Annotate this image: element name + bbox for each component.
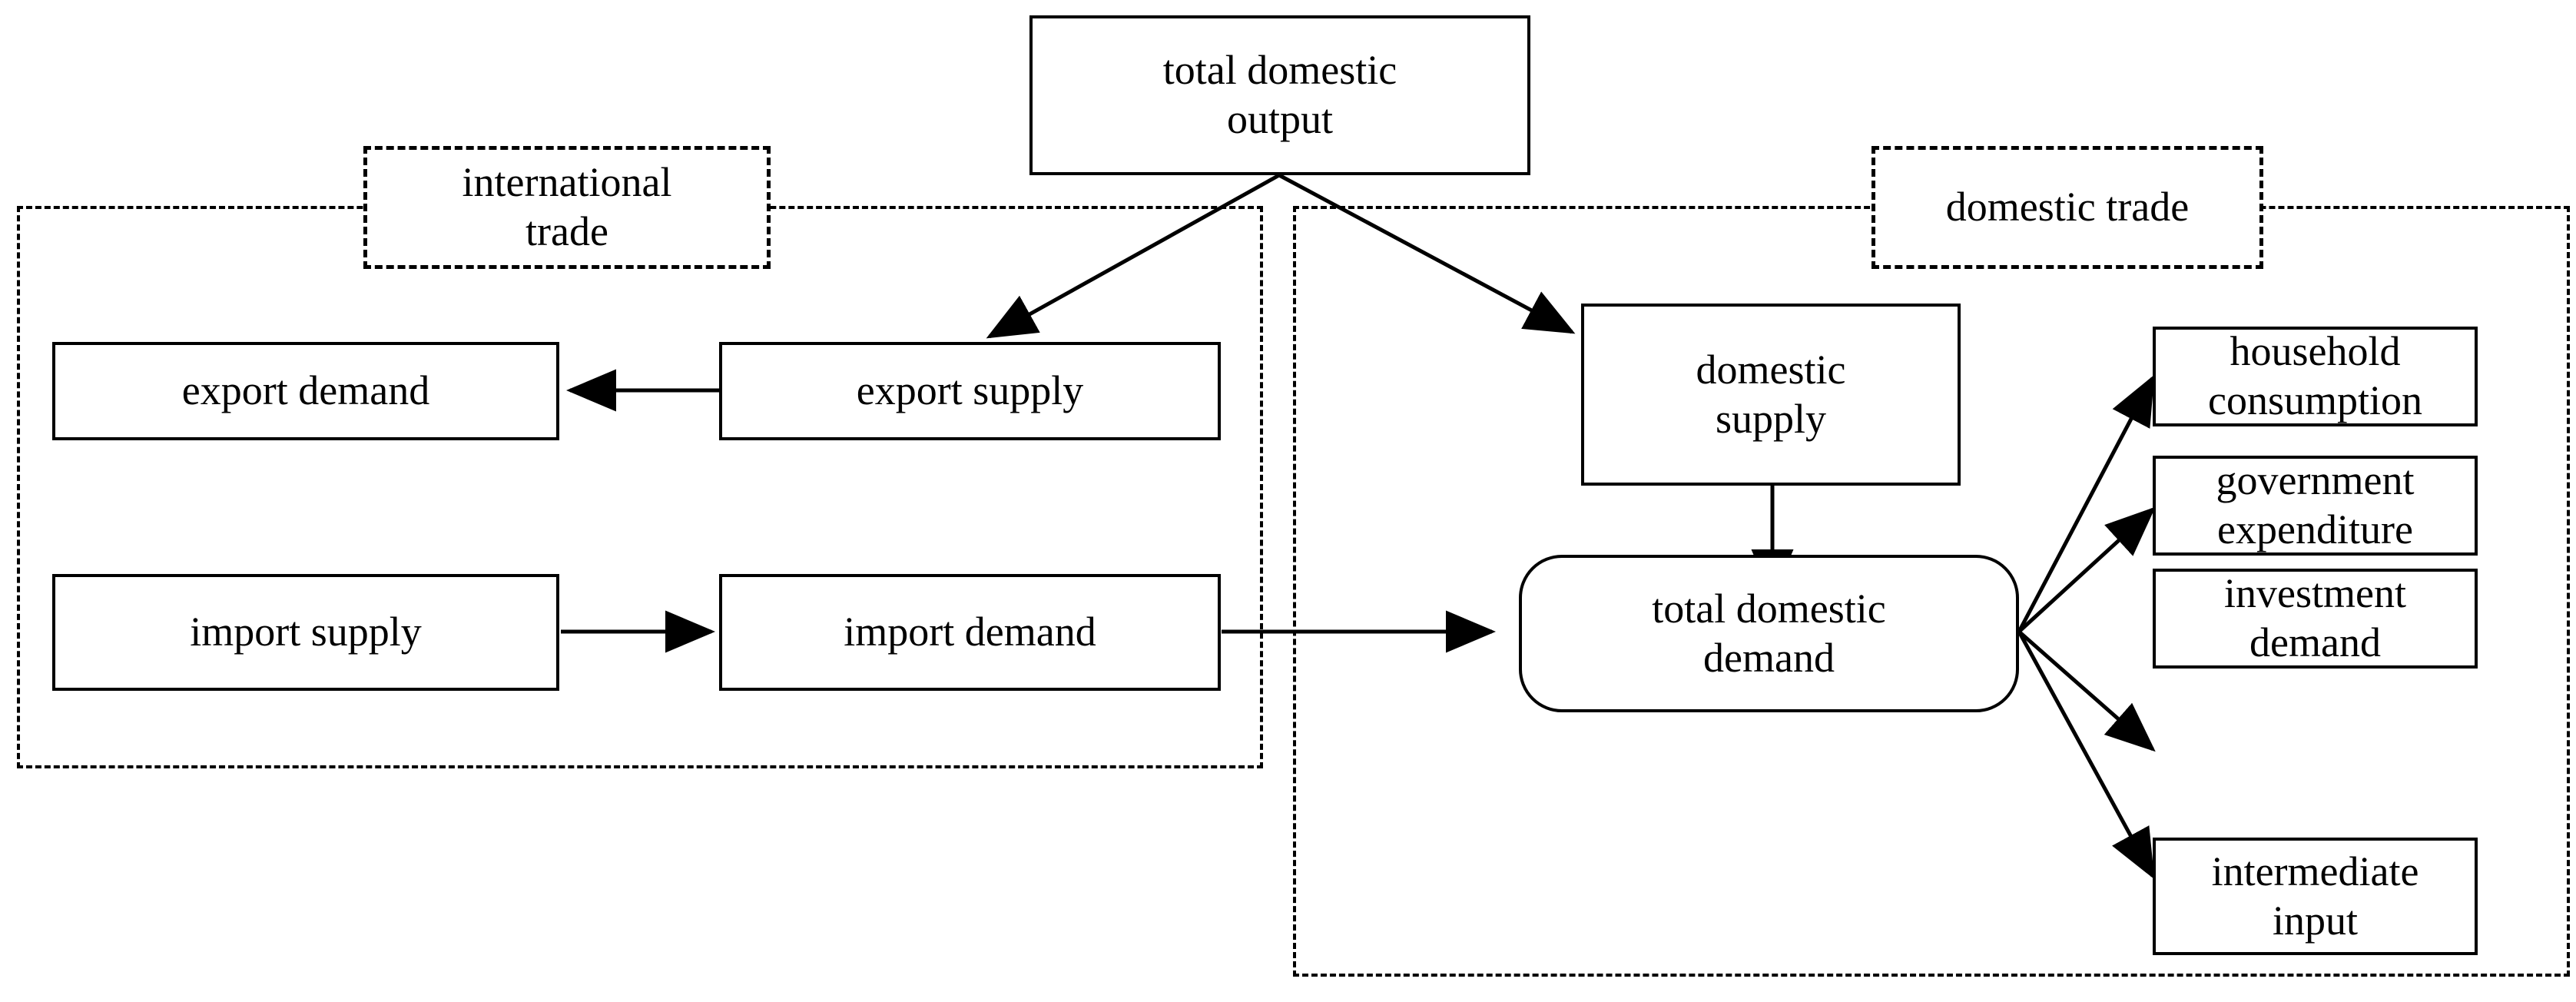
node-total-domestic-output-label: total domestic output (1162, 47, 1397, 142)
node-export-supply[interactable]: export supply (719, 342, 1221, 440)
node-total-domestic-output[interactable]: total domestic output (1029, 15, 1530, 175)
node-export-supply-label: export supply (856, 367, 1084, 414)
node-import-supply[interactable]: import supply (52, 574, 559, 691)
node-investment-demand[interactable]: investment demand (2153, 569, 2478, 669)
group-label-international-trade: international trade (363, 146, 771, 269)
group-label-domestic-trade: domestic trade (1871, 146, 2263, 269)
node-total-domestic-demand[interactable]: total domestic demand (1519, 555, 2019, 712)
node-export-demand-label: export demand (181, 367, 430, 414)
node-import-demand[interactable]: import demand (719, 574, 1221, 691)
node-household-consumption[interactable]: household consumption (2153, 327, 2478, 426)
node-intermediate-input[interactable]: intermediate input (2153, 838, 2478, 955)
node-government-expenditure-label: government expenditure (2216, 457, 2415, 552)
node-domestic-supply[interactable]: domestic supply (1581, 304, 1961, 486)
group-label-international-trade-text: international trade (462, 159, 672, 254)
node-intermediate-input-label: intermediate input (2211, 848, 2419, 944)
node-import-supply-label: import supply (190, 609, 422, 655)
node-total-domestic-demand-label: total domestic demand (1652, 585, 1886, 681)
node-government-expenditure[interactable]: government expenditure (2153, 456, 2478, 556)
node-investment-demand-label: investment demand (2224, 570, 2406, 665)
group-label-domestic-trade-text: domestic trade (1945, 184, 2190, 231)
node-domestic-supply-label: domestic supply (1696, 346, 1846, 442)
node-import-demand-label: import demand (844, 609, 1096, 655)
node-household-consumption-label: household consumption (2208, 328, 2422, 423)
node-export-demand[interactable]: export demand (52, 342, 559, 440)
